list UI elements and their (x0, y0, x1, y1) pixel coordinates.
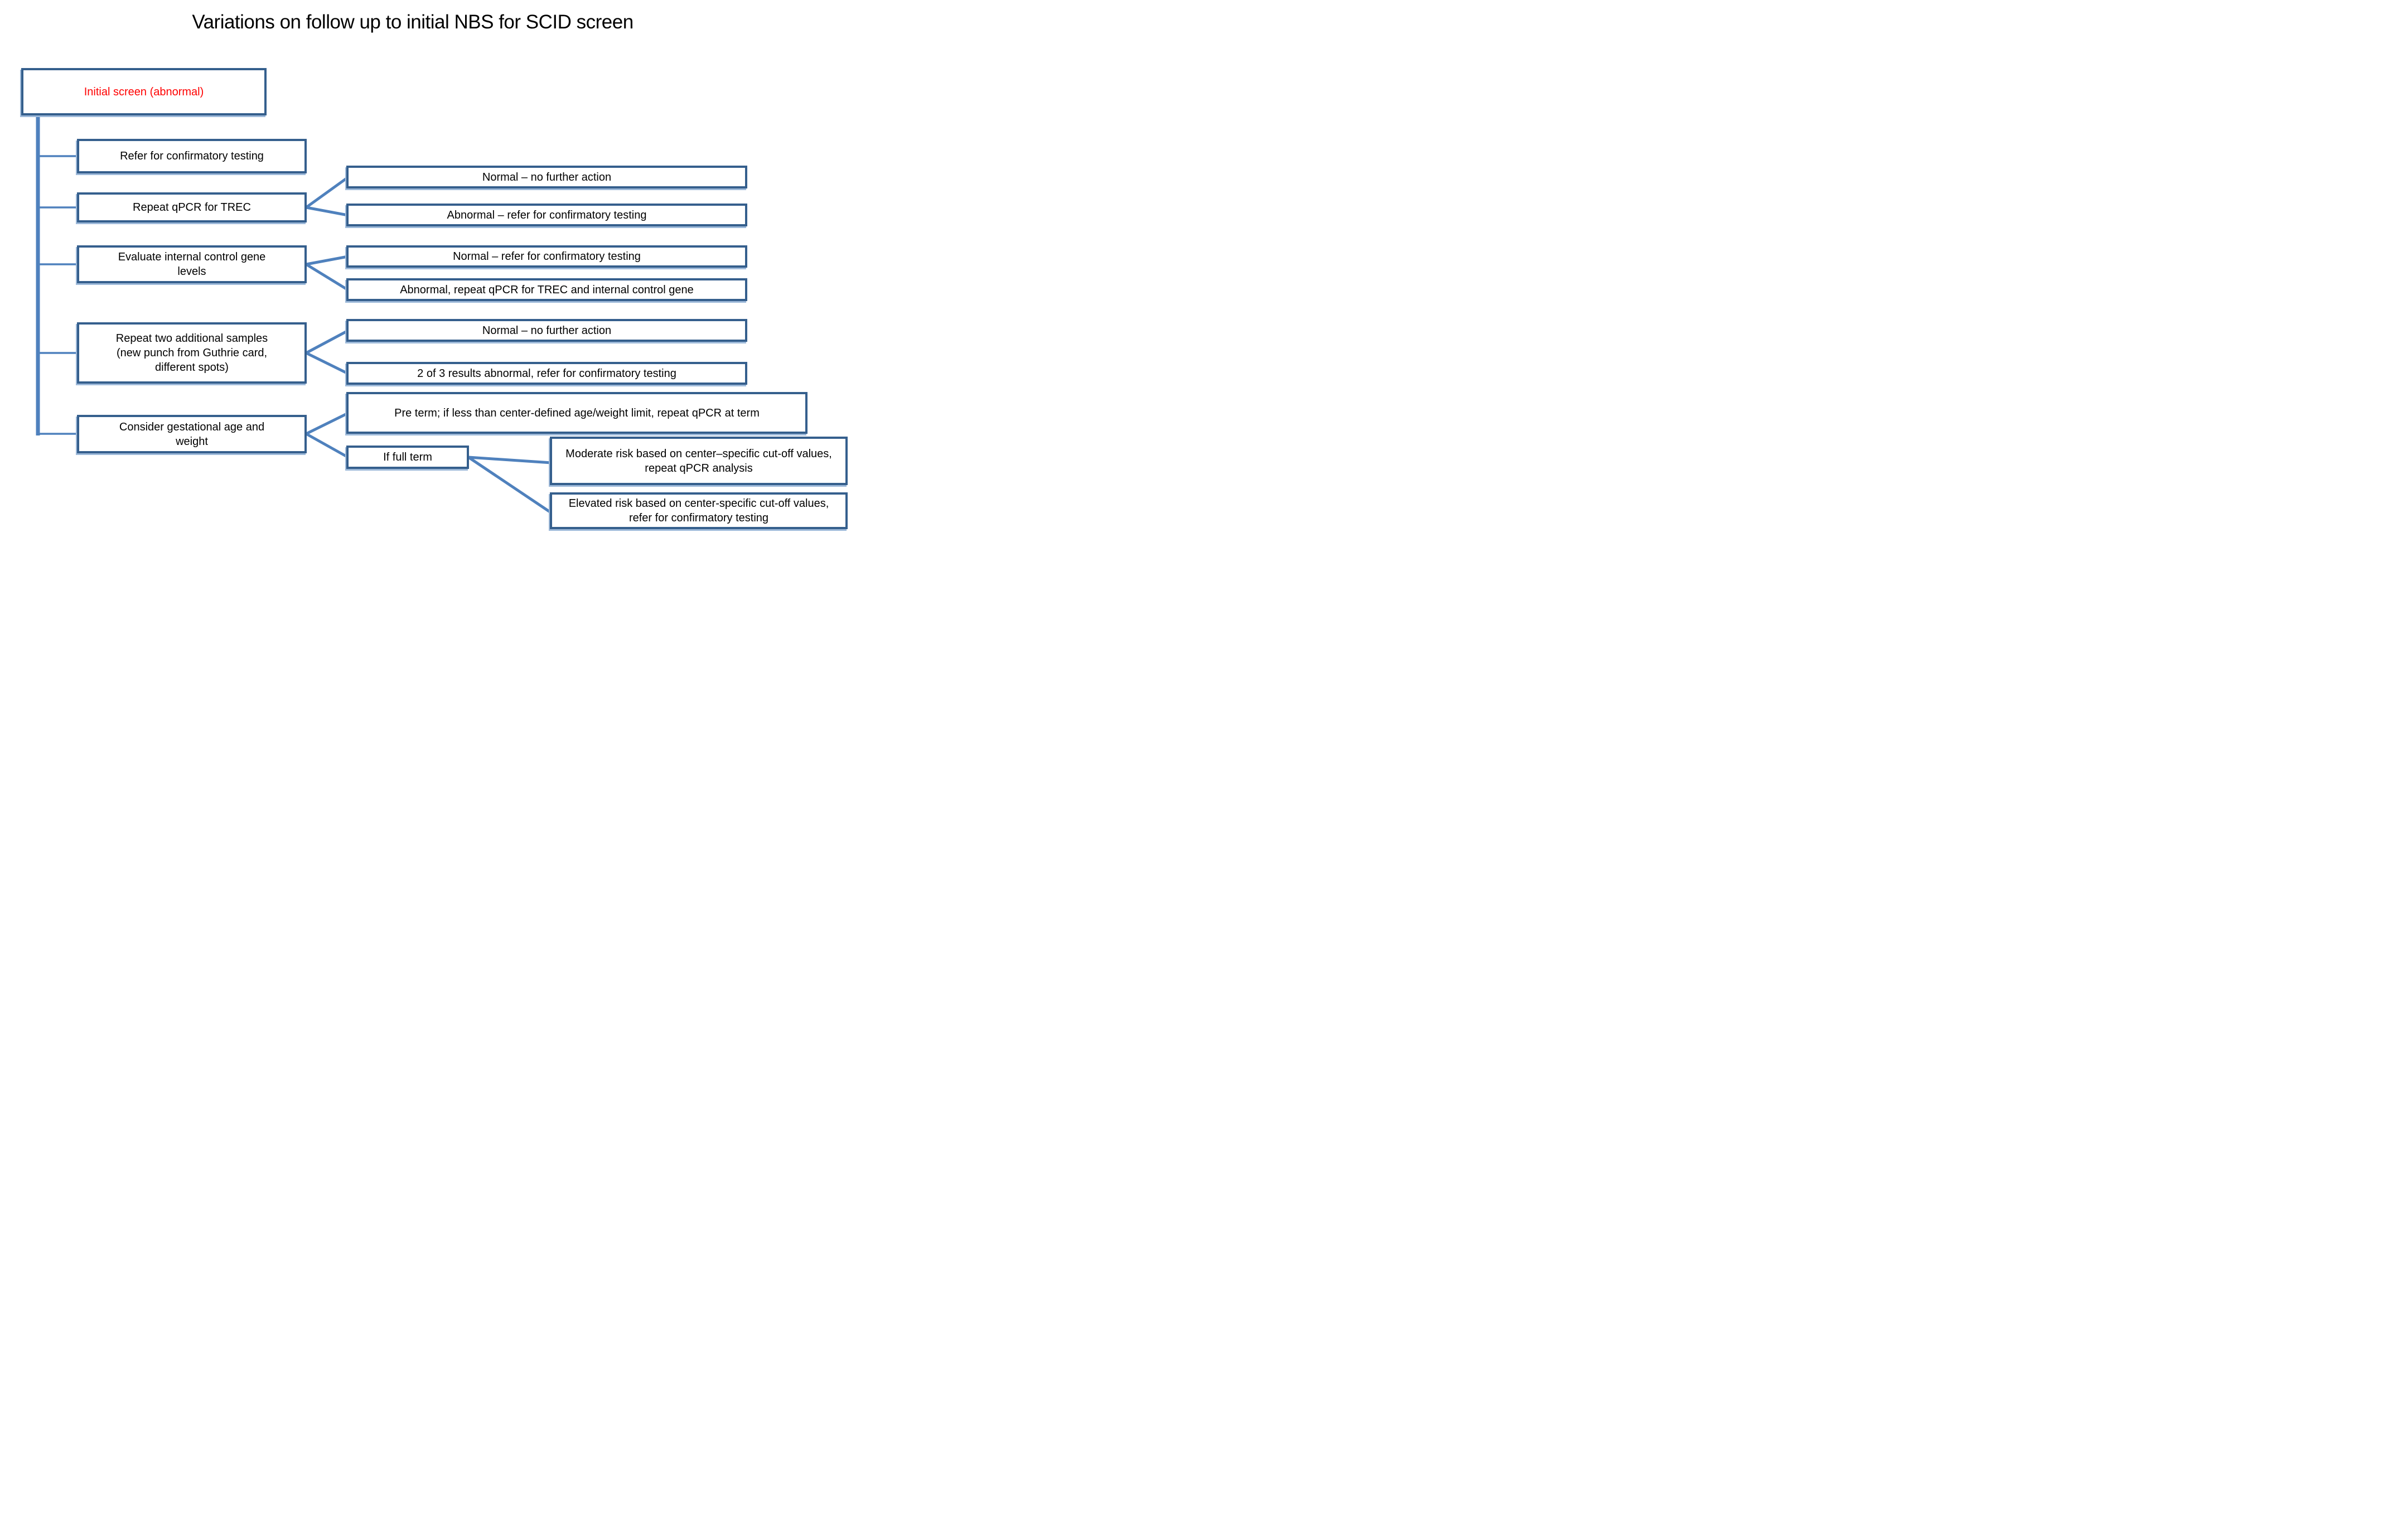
connector-icg-abnormal (305, 263, 349, 292)
connector-icg-normal (306, 255, 349, 266)
node-elevated-risk: Elevated risk based on center-specific c… (550, 492, 848, 529)
connector-samples-normal (305, 329, 349, 355)
node-refer-confirmatory: Refer for confirmatory testing (77, 139, 307, 173)
connector-layer (36, 115, 553, 515)
node-qpcr-normal: Normal – no further action (346, 166, 747, 188)
node-icg-normal: Normal – refer for confirmatory testing (346, 245, 747, 268)
connector-qpcr-abnormal (306, 206, 349, 217)
node-repeat-two-samples: Repeat two additional samples (new punch… (77, 322, 307, 384)
connector-fullterm (305, 432, 349, 459)
page-title: Variations on follow up to initial NBS f… (192, 11, 634, 33)
node-samples-normal: Normal – no further action (346, 319, 747, 342)
connector-moderate (468, 456, 552, 464)
connector-qpcr-normal (305, 176, 349, 209)
node-qpcr-abnormal: Abnormal – refer for confirmatory testin… (346, 204, 747, 226)
node-samples-abnormal: 2 of 3 results abnormal, refer for confi… (346, 362, 747, 385)
node-moderate-risk: Moderate risk based on center–specific c… (550, 437, 848, 485)
node-repeat-qpcr-trec: Repeat qPCR for TREC (77, 192, 307, 222)
node-evaluate-internal-control: Evaluate internal control gene levels (77, 245, 307, 283)
flowchart-canvas: Variations on follow up to initial NBS f… (0, 0, 862, 544)
connector-preterm (305, 412, 349, 435)
node-icg-abnormal: Abnormal, repeat qPCR for TREC and inter… (346, 278, 747, 301)
node-preterm: Pre term; if less than center-defined ag… (346, 392, 807, 434)
node-full-term: If full term (346, 446, 469, 469)
node-gestational-age-weight: Consider gestational age and weight (77, 415, 307, 453)
node-initial-screen: Initial screen (abnormal) (21, 68, 267, 115)
connector-elevated (467, 456, 553, 515)
connector-samples-abnormal (305, 351, 349, 375)
